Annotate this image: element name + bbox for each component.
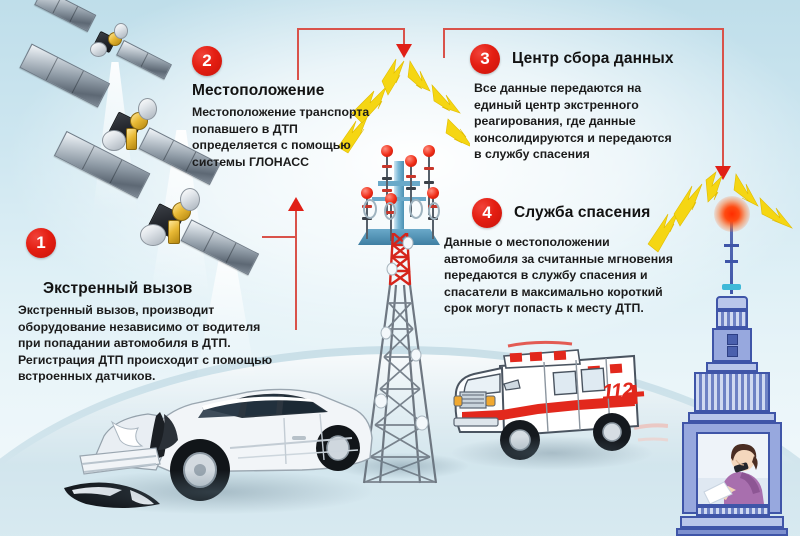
tower-signal-bolts (337, 58, 470, 154)
step-4-line: автомобиля за считанные мгновения (444, 251, 673, 266)
step-1-line: при попадании автомобиля в ДТП. (18, 336, 231, 351)
step-1-line: Экстренный вызов, производит (18, 303, 215, 317)
step-4-line: Данные о местоположении (444, 235, 610, 249)
step-4-line: передаются в службу спасения и (444, 268, 648, 283)
satellite-3 (48, 130, 278, 276)
step-4-badge: 4 (472, 198, 502, 228)
step-3-line: реагирования, где данные (474, 114, 636, 129)
tower-lattice (362, 233, 438, 484)
arrow-down-rescue (715, 166, 731, 180)
ambulance: 112 (438, 340, 669, 480)
satellite-1 (28, 0, 198, 86)
operator-illustration (698, 434, 768, 504)
rescue-beacon-bolts (640, 170, 800, 280)
crashed-car (52, 352, 382, 522)
arrow-up-location (288, 197, 304, 211)
step-4-line: срок могут попасть к месту ДТП. (444, 301, 644, 316)
step-1-body: Экстренный вызов, производит оборудовани… (18, 302, 318, 385)
ambulance-number: 112 (601, 378, 634, 405)
step-3-badge: 3 (470, 44, 500, 74)
cell-tower (330, 55, 470, 484)
rescue-centre-building (672, 192, 800, 536)
step-3-line: в службу спасения (474, 147, 590, 162)
step-2-line: системы ГЛОНАСС (192, 154, 310, 169)
satellite-2 (14, 43, 244, 186)
step-3-heading: Центр сбора данных (512, 50, 674, 67)
step-1-badge: 1 (26, 228, 56, 258)
step-1-line: оборудование независимо от водителя (18, 319, 261, 334)
step-1-heading: Экстренный вызов (43, 280, 193, 297)
step-3-line: консолидируются и передаются (474, 130, 672, 145)
step-2-heading: Местоположение (192, 82, 325, 99)
step-4-heading: Служба спасения (514, 204, 651, 221)
step-4-line: спасатели в максимально короткий (444, 284, 663, 299)
step-2-body: Местоположение транспорта попавшего в ДТ… (192, 104, 397, 170)
step-3-line: единый центр экстренного (474, 97, 639, 112)
step-3-body: Все данные передаются на единый центр эк… (474, 80, 710, 163)
step-2-line: определяется с помощью (192, 138, 351, 153)
operator-photo-frame (696, 432, 770, 506)
step-4-body: Данные о местоположении автомобиля за сч… (444, 234, 712, 317)
step-1-line: Регистрация ДТП происходит с помощью (18, 352, 273, 367)
step-3-line: Все данные передаются на (474, 81, 642, 95)
step-1-line: встроенных датчиков. (18, 369, 156, 384)
step-2-line: попавшего в ДТП (192, 121, 298, 136)
step-2-badge: 2 (192, 46, 222, 76)
arrow-down-tower (396, 44, 412, 58)
step-2-line: Местоположение транспорта (192, 105, 370, 119)
